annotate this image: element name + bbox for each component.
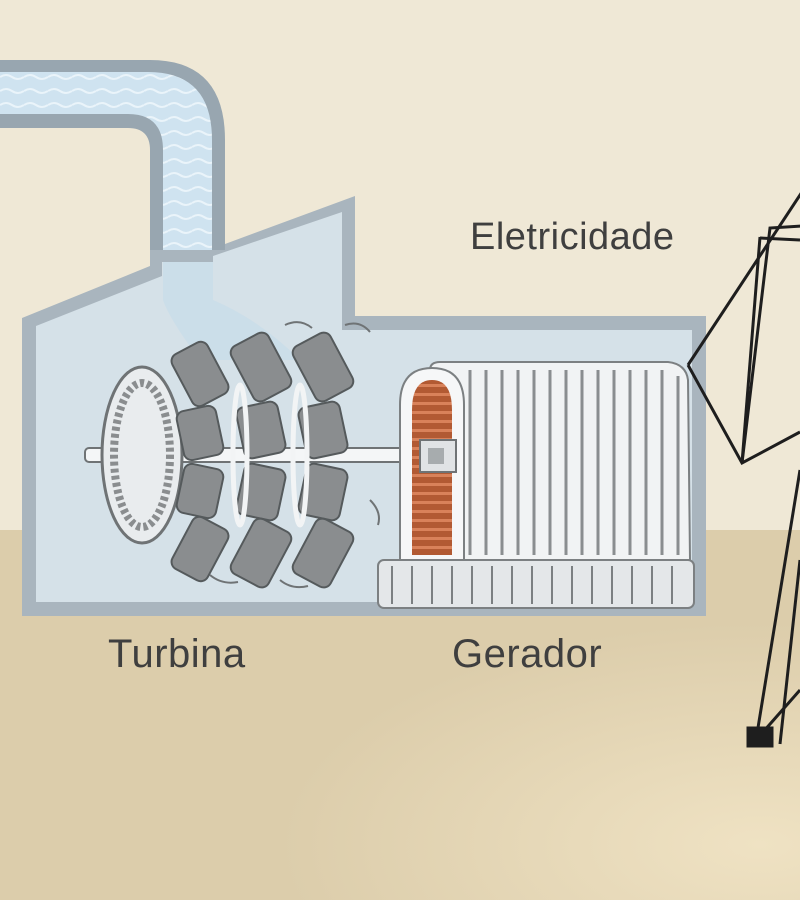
turbine-icon [84,321,426,589]
label-turbine: Turbina [108,632,246,676]
label-generator: Gerador [452,632,603,676]
water-pipe-icon [0,60,225,250]
transmission-tower-icon [686,192,800,748]
label-electricity: Eletricidade [470,216,675,258]
generator-icon [377,361,695,609]
